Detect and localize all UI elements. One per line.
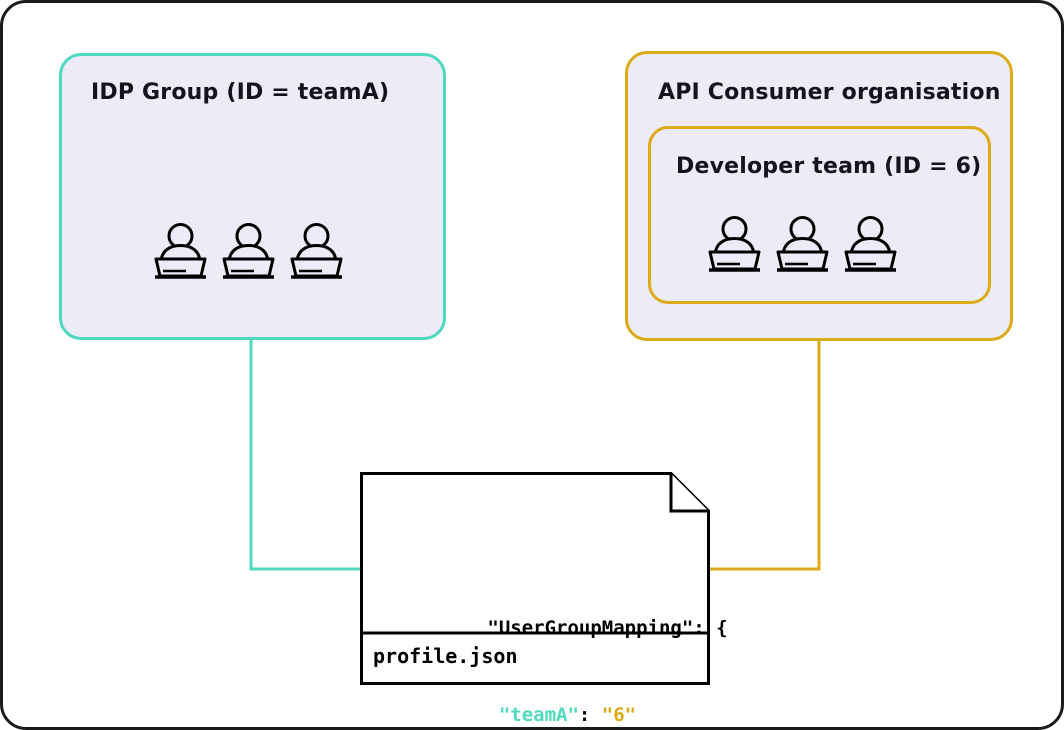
person-at-laptop-icon xyxy=(154,223,207,279)
developer-team-box xyxy=(648,126,991,304)
person-at-laptop-icon xyxy=(222,223,275,279)
json-mapping-key: "teamA" xyxy=(498,704,579,726)
developer-team-title: Developer team (ID = 6) xyxy=(676,154,982,179)
idp-group-box xyxy=(59,53,446,340)
json-line-1: "UserGroupMapping": { xyxy=(373,585,727,639)
document-filename: profile.json xyxy=(373,644,518,668)
json-mapping-value: "6" xyxy=(601,704,637,726)
person-at-laptop-icon xyxy=(290,223,343,279)
json-code-block: "UserGroupMapping": { "teamA":"6" } xyxy=(373,527,728,727)
document-outline xyxy=(360,472,710,685)
json-object-key-line: "UserGroupMapping": { xyxy=(487,617,728,639)
json-line-2: "teamA": "6" xyxy=(373,672,728,726)
developer-team-people-row xyxy=(706,213,899,273)
profile-json-document: "UserGroupMapping": { "teamA":"6" } prof… xyxy=(360,472,728,726)
idp-group-people-row xyxy=(152,220,345,280)
idp-group-title: IDP Group (ID = teamA) xyxy=(91,80,390,105)
diagram-canvas: IDP Group (ID = teamA) xyxy=(3,3,1061,727)
api-consumer-organisation-title: API Consumer organisation xyxy=(658,80,1001,105)
json-colon: : xyxy=(578,704,591,726)
page-fold-icon xyxy=(669,473,709,513)
document-body-shape xyxy=(360,472,710,685)
person-at-laptop-icon xyxy=(708,216,761,272)
person-at-laptop-icon xyxy=(844,216,897,272)
person-at-laptop-icon xyxy=(776,216,829,272)
